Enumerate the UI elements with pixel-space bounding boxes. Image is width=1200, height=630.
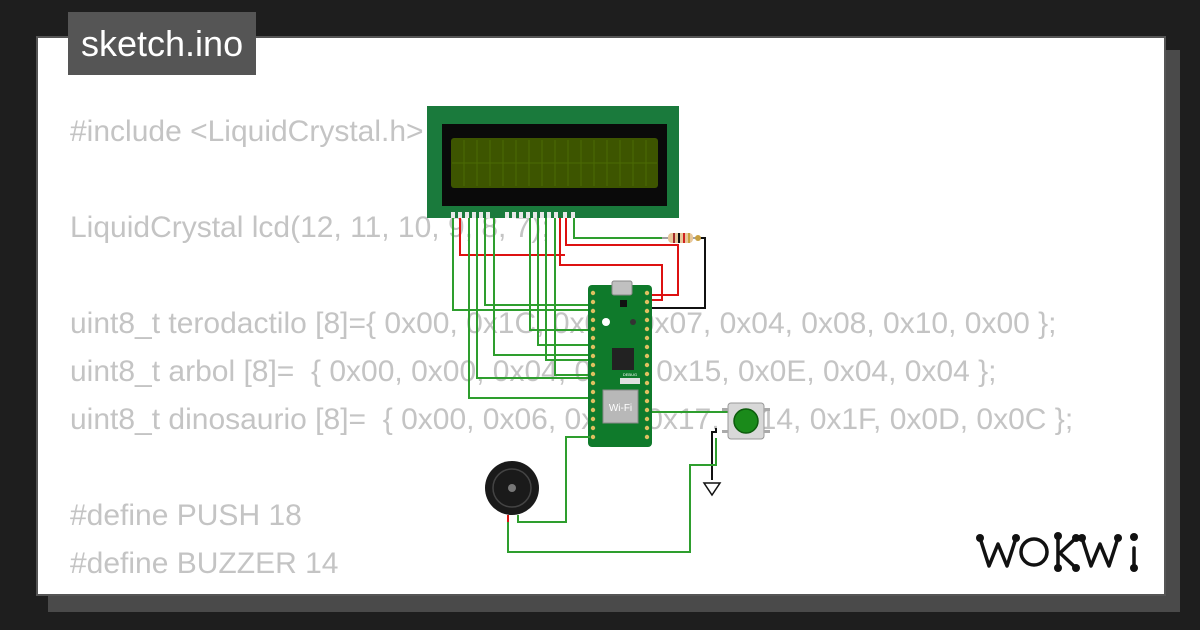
code-line: #include <LiquidCrystal.h> (70, 115, 424, 148)
pushbutton[interactable] (722, 402, 770, 440)
wifi-label: Wi-Fi (609, 403, 632, 414)
buzzer-icon (485, 461, 539, 515)
code-preview: #include <LiquidCrystal.h>LiquidCrystal … (70, 108, 1135, 588)
lcd-16x2-display (427, 106, 679, 218)
rp2040-chip (612, 348, 634, 370)
buzzer-wiring (507, 436, 590, 523)
button-wiring (507, 411, 728, 553)
resistor (662, 233, 701, 243)
code-line: #define BUZZER 14 (70, 547, 339, 580)
debug-label: DEBUG (623, 372, 637, 377)
lcd-wiring (452, 218, 706, 399)
wokwi-logo: WOKWI (976, 526, 1151, 576)
sketch-filename-tab: sketch.ino (68, 12, 257, 75)
code-line: uint8_t dinosaurio [8]= { 0x00, 0x06, 0x… (70, 403, 1074, 436)
usb-port-icon (611, 280, 633, 296)
wokwi-logo-icon (976, 532, 1138, 572)
code-line: #define PUSH 18 (70, 499, 302, 532)
lcd-pin-row (451, 212, 575, 218)
raspberry-pi-pico-w: Wi-Fi DEBUG (588, 280, 652, 447)
ground-symbol-icon (702, 482, 722, 497)
wifi-module (602, 389, 639, 424)
